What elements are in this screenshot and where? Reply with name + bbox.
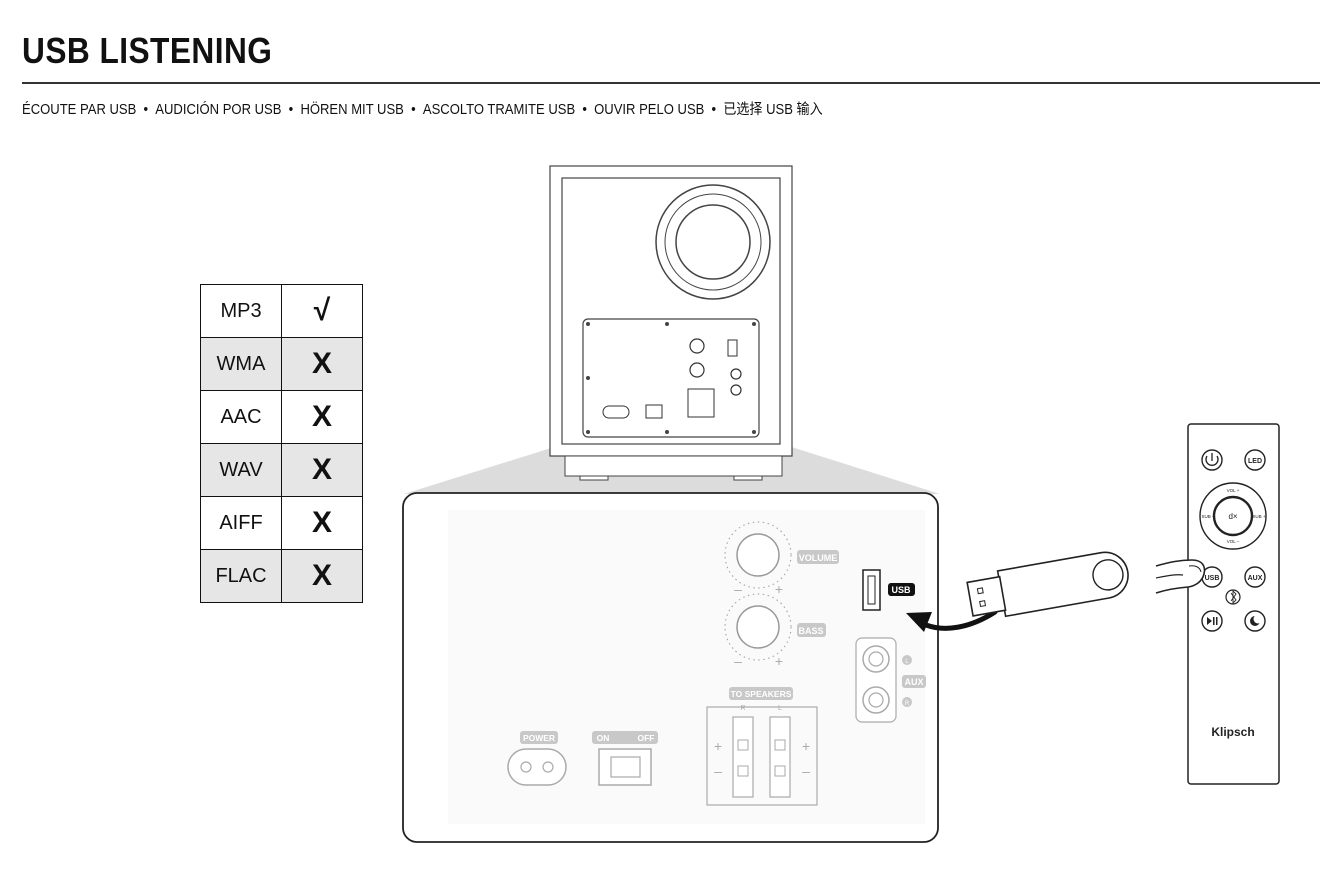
vol-plus-label: VOL +	[1227, 488, 1240, 493]
volume-knob-icon	[736, 533, 780, 577]
subwoofer-back	[549, 165, 793, 481]
bass-minus: –	[734, 653, 742, 669]
aux-r-label: R	[905, 701, 910, 707]
separator: •	[411, 102, 416, 118]
on-label: ON	[597, 733, 610, 743]
separator: •	[582, 102, 587, 118]
sub-plus-label: SUB +	[1252, 514, 1266, 519]
aux-label: AUX	[904, 677, 923, 687]
mute-icon: d×	[1228, 512, 1237, 521]
support-mark: X	[281, 443, 363, 497]
spk-plus-left: +	[714, 738, 722, 754]
lang-pt: OUVIR PELO USB	[594, 102, 705, 118]
remote-control: LED d× VOL + VOL – SUB – SUB + USB AUX K…	[1187, 423, 1280, 785]
spk-r-label: R	[740, 705, 745, 712]
power-inlet-icon	[507, 748, 567, 786]
power-label: POWER	[523, 733, 555, 743]
lang-zh: 已选择 USB 输入	[723, 102, 823, 118]
format-name: WAV	[200, 443, 282, 497]
title-divider	[22, 82, 1320, 84]
bass-label: BASS	[798, 626, 823, 636]
usb-flash-drive-icon	[966, 551, 1129, 618]
aux-l-label: L	[905, 659, 909, 665]
port-inner-icon	[675, 204, 751, 280]
lang-es: AUDICIÓN POR USB	[155, 102, 282, 118]
to-speakers-label: TO SPEAKERS	[731, 689, 792, 699]
spk-l-label: L	[778, 705, 782, 712]
remote-mute-button	[1212, 495, 1254, 537]
support-mark: X	[281, 337, 363, 391]
language-subtitles: ÉCOUTE PAR USB • AUDICIÓN POR USB • HÖREN MI…	[22, 98, 823, 119]
sub-minus-label: SUB –	[1201, 514, 1215, 519]
power-icon	[1205, 455, 1219, 466]
support-mark: X	[281, 549, 363, 603]
insert-arrow-icon	[906, 609, 998, 632]
format-name: AIFF	[200, 496, 282, 550]
bass-plus: +	[775, 653, 783, 669]
support-mark: X	[281, 496, 363, 550]
separator: •	[711, 102, 717, 118]
separator: •	[288, 102, 294, 118]
vol-minus-label: VOL –	[1227, 539, 1240, 544]
remote-led-button	[1244, 449, 1266, 471]
support-mark: X	[281, 390, 363, 444]
zoomed-rear-panel: – + VOLUME – + BASS USB L R AUX TO SPEAK…	[402, 492, 939, 843]
lang-de: HÖREN MIT USB	[300, 102, 404, 118]
volume-plus: +	[775, 581, 783, 597]
play-pause-icon	[1207, 617, 1212, 625]
lang-fr: ÉCOUTE PAR USB	[22, 102, 137, 118]
format-name: FLAC	[200, 549, 282, 603]
bass-knob-icon	[736, 605, 780, 649]
remote-brand-logo: Klipsch	[1211, 725, 1254, 739]
spk-minus-left: –	[714, 763, 722, 779]
speaker-terminals	[706, 706, 818, 806]
format-name: MP3	[200, 284, 282, 338]
format-name: AAC	[200, 390, 282, 444]
separator: •	[143, 102, 149, 118]
lang-it: ASCOLTO TRAMITE USB	[422, 102, 576, 118]
off-label: OFF	[638, 733, 655, 743]
usb-label: USB	[891, 585, 911, 595]
remote-aux-button	[1244, 566, 1266, 588]
remote-aux-label: AUX	[1248, 575, 1263, 582]
spk-minus-right: –	[802, 763, 810, 779]
volume-label: VOLUME	[799, 553, 838, 563]
page-title: USB LISTENING	[22, 30, 273, 71]
remote-usb-label: USB	[1205, 575, 1220, 582]
led-label: LED	[1248, 458, 1262, 465]
volume-minus: –	[734, 581, 742, 597]
finger-icon	[1155, 559, 1206, 594]
spk-plus-right: +	[802, 738, 810, 754]
